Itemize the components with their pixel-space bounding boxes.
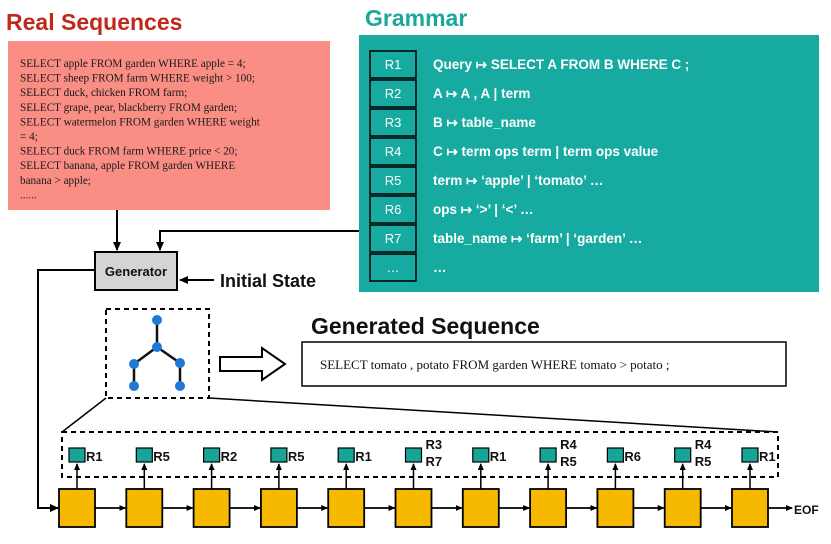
rule-marker [68, 447, 86, 463]
real-sequence-line: = 4; [20, 131, 38, 143]
step-rule-label: R1 [355, 449, 372, 464]
initial-state-label: Initial State [220, 271, 316, 291]
rule-marker [135, 447, 153, 463]
generator-step-box [731, 488, 769, 528]
parse-tree-icon [129, 315, 185, 391]
grammar-rule-id: … [387, 260, 400, 275]
hollow-arrow-icon [219, 346, 287, 382]
rule-marker [606, 447, 625, 463]
eof-label: EOF [794, 503, 819, 517]
real-sequence-line: SELECT watermelon FROM garden WHERE weig… [20, 116, 261, 128]
title-generated-sequence: Generated Sequence [311, 313, 540, 339]
generated-sequence-text: SELECT tomato , potato FROM garden WHERE… [320, 357, 670, 372]
generator-step-box [327, 488, 366, 528]
rule-marker [539, 447, 557, 463]
grammar-rule-id-cell [369, 137, 417, 166]
real-sequence-line: ...... [20, 189, 37, 201]
grammar-rule-id: R2 [385, 86, 402, 101]
grammar-rule-text: … [433, 260, 447, 275]
generated-sequence-box [301, 341, 787, 387]
grammar-box [359, 35, 819, 292]
grammar-rule-text: term ↦ ‘apple’ | ‘tomato’ … [433, 173, 603, 188]
grammar-rule-id-cell [369, 50, 417, 79]
grammar-rule-id: R1 [385, 57, 402, 72]
generator-step-box [663, 488, 702, 528]
arrow-grammar-to-generator [156, 230, 359, 251]
grammar-rule-id-cell [369, 79, 417, 108]
funnel-line-right [208, 397, 779, 433]
generator-step-box [394, 488, 433, 528]
step-rule-label: R1 [86, 449, 103, 464]
real-sequence-line: SELECT grape, pear, blackberry FROM gard… [20, 102, 237, 114]
real-sequences-list: SELECT apple FROM garden WHERE apple = 4… [20, 58, 261, 201]
real-sequence-line: banana > apple; [20, 175, 91, 187]
step-rule-label: R7 [426, 454, 443, 469]
generator-step-box [192, 488, 231, 528]
step-rule-label: R4 [695, 437, 712, 452]
grammar-rules-table: R1 Query ↦ SELECT A FROM B WHERE C ; R2 A ↦… [369, 50, 689, 282]
real-sequence-line: SELECT apple FROM garden WHERE apple = 4… [20, 58, 246, 70]
step-rule-label: R1 [490, 449, 507, 464]
grammar-rule-text: table_name ↦ ‘farm’ | ‘garden’ … [433, 231, 642, 246]
rule-row-dashed-box [61, 431, 779, 478]
grammar-rule-text: A ↦ A , A | term [433, 86, 530, 101]
step-rule-label: R1 [759, 449, 776, 464]
grammar-rule-id-cell [369, 224, 417, 253]
funnel-line-left [61, 397, 107, 433]
rule-marker [741, 447, 759, 463]
rule-marker [674, 447, 692, 463]
grammar-rule-id: R5 [385, 173, 402, 188]
step-rule-label: R5 [153, 449, 170, 464]
arrow-generator-to-chain [37, 269, 95, 512]
generator-step-box [58, 488, 96, 528]
grammar-rule-id-cell [369, 108, 417, 137]
rule-marker [472, 447, 490, 463]
step-rule-label: R3 [426, 437, 443, 452]
generator-step-box [596, 488, 635, 528]
generator-step-box [259, 488, 298, 528]
grammar-rule-id: R7 [385, 231, 402, 246]
step-rule-label: R6 [624, 449, 641, 464]
tree-dashed-box [105, 308, 210, 399]
step-rule-label: R4 [560, 437, 577, 452]
rule-marker [270, 447, 288, 463]
grammar-rule-id: R3 [385, 115, 402, 130]
grammar-rule-text: C ↦ term ops term | term ops value [433, 144, 659, 159]
generator-step-box [461, 488, 500, 528]
real-sequences-box [8, 41, 330, 210]
grammar-rule-id-cell [369, 166, 417, 195]
grammar-rule-text: ops ↦ ‘>’ | ‘<’ … [433, 202, 534, 217]
grammar-rule-id: R4 [385, 144, 402, 159]
step-rule-label: R2 [221, 449, 238, 464]
grammar-rule-text: Query ↦ SELECT A FROM B WHERE C ; [433, 57, 689, 72]
step-rule-label: R5 [288, 449, 305, 464]
generator-box[interactable] [94, 251, 178, 291]
grammar-rule-id: R6 [385, 202, 402, 217]
step-rule-label: R5 [560, 454, 577, 469]
real-sequence-line: SELECT banana, apple FROM garden WHERE [20, 160, 235, 172]
generator-step-box [529, 488, 567, 528]
generator-label: Generator [105, 264, 167, 279]
grammar-rule-id-cell [369, 195, 417, 224]
step-rule-label: R5 [695, 454, 712, 469]
grammar-rule-text: B ↦ table_name [433, 115, 536, 130]
rule-marker [203, 447, 221, 463]
title-real-sequences: Real Sequences [6, 9, 182, 35]
grammar-rule-id-cell [369, 253, 417, 282]
title-grammar: Grammar [365, 5, 467, 31]
generator-step-box [125, 488, 164, 528]
rule-marker [337, 447, 355, 463]
real-sequence-line: SELECT duck FROM farm WHERE price < 20; [20, 146, 238, 158]
rule-marker [404, 447, 423, 463]
real-sequence-line: SELECT duck, chicken FROM farm; [20, 87, 187, 99]
real-sequence-line: SELECT sheep FROM farm WHERE weight > 10… [20, 73, 255, 85]
